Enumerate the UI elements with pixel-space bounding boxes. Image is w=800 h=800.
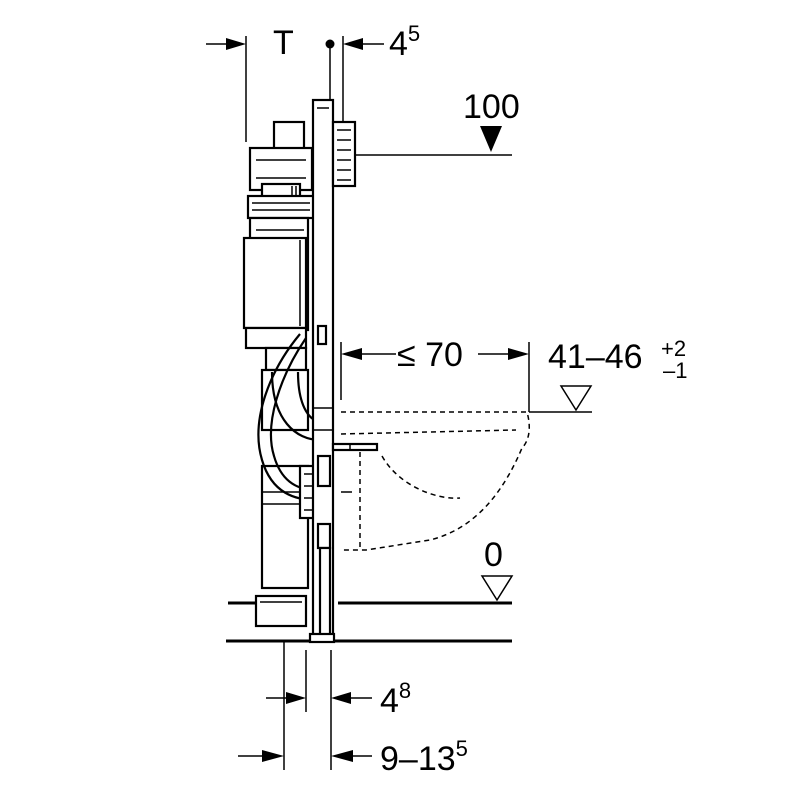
- flush-height-label: 100: [463, 88, 520, 126]
- support-frame: [308, 98, 336, 644]
- top-offset-label: 45: [389, 21, 420, 63]
- bottom-dimension-lines: [238, 640, 372, 770]
- seat-height-label: 41–46+2–1: [548, 336, 687, 383]
- floor-level-marker: [480, 575, 514, 602]
- foot-range-label: 9–135: [380, 736, 468, 778]
- flush-plate: [331, 120, 357, 188]
- floor-level-label: 0: [484, 536, 503, 574]
- top-dimension-lines: [206, 36, 384, 142]
- flush-height-marker: [354, 126, 512, 156]
- seat-height-marker: [529, 385, 593, 413]
- flush-hose-outer: [257, 333, 317, 502]
- wc-bowl-outline: [340, 411, 530, 551]
- floor-lines: [226, 601, 512, 643]
- distance-label: ≤ 70: [397, 336, 463, 374]
- cistern-frame: [242, 120, 316, 628]
- depth-symbol-label: T: [273, 24, 294, 62]
- distance-dimension: [340, 342, 530, 412]
- mounting-bolt: [331, 442, 379, 452]
- foot-offset-label: 48: [380, 678, 411, 720]
